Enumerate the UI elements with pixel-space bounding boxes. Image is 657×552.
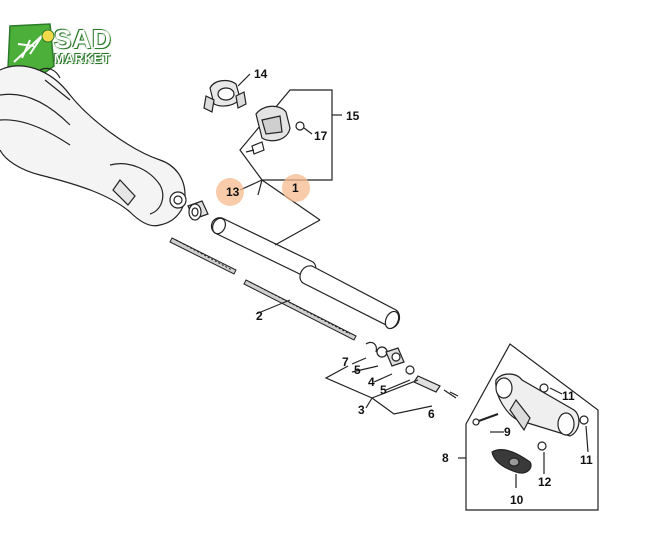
- bushing-part-13: [188, 201, 208, 220]
- callout-13: 13: [226, 185, 240, 199]
- callout-17: 17: [314, 129, 328, 143]
- callout-2: 2: [256, 309, 263, 323]
- callout-4: 4: [368, 375, 375, 389]
- callout-1: 1: [292, 181, 299, 195]
- callout-11a: 11: [562, 389, 575, 403]
- callout-9: 9: [504, 425, 511, 439]
- clamp-part-14: [204, 74, 250, 112]
- callout-10: 10: [510, 493, 524, 507]
- assembly-box-part-8: [458, 344, 598, 510]
- callout-8: 8: [442, 451, 449, 465]
- drive-tube-lower: [300, 266, 401, 331]
- engine-housing: [0, 66, 186, 226]
- callout-12: 12: [538, 475, 552, 489]
- callout-5b: 5: [380, 383, 387, 397]
- callout-6: 6: [428, 407, 435, 421]
- callout-7: 7: [342, 355, 349, 369]
- callout-11b: 11: [580, 453, 593, 467]
- small-parts-group: [326, 342, 458, 414]
- callout-15: 15: [346, 109, 360, 123]
- callout-5a: 5: [354, 363, 361, 377]
- callout-14: 14: [254, 67, 268, 81]
- callout-3: 3: [358, 403, 365, 417]
